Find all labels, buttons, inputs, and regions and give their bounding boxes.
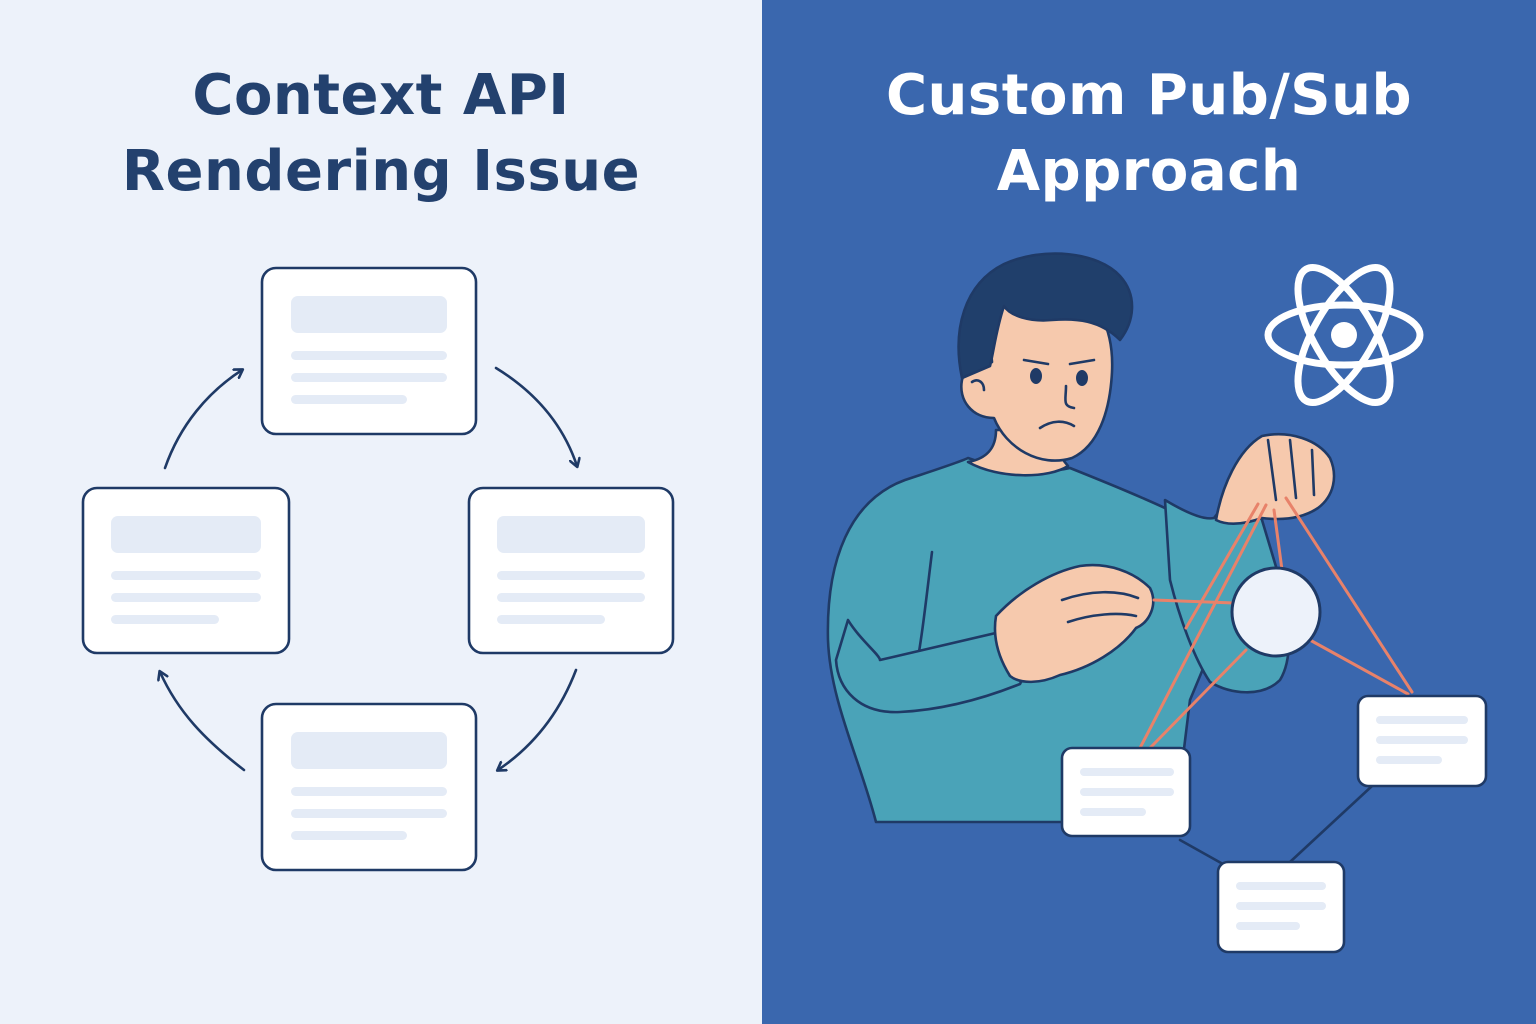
cycle-arrow-top-right [494,366,577,466]
person-raised-hand [1214,432,1336,525]
developer-person [826,252,1336,824]
right-panel-title: Custom Pub/Sub Approach [762,58,1536,210]
subscriber-card-left [1060,746,1192,838]
subscriber-card-right [1356,694,1488,788]
pub-sub-connections [1138,496,1414,750]
pub-sub-illustration [826,252,1488,954]
component-card-top [260,266,478,436]
pub-sub-panel: Custom Pub/Sub Approach [762,0,1536,1024]
person-left-eye [1030,368,1042,384]
subscriber-network-lines [1178,784,1374,870]
component-card-bottom [260,702,478,872]
rerender-cycle-diagram [81,266,675,872]
right-title-line-1: Custom Pub/Sub [885,63,1413,128]
left-title-line-2: Rendering Issue [121,139,641,204]
person-lower-arm [834,618,1024,714]
component-card-left [81,486,291,655]
cycle-arrow-bottom-right [498,668,578,770]
right-title-line-2: Approach [996,139,1302,204]
person-hair [957,252,1134,380]
person-mouth [1038,420,1076,430]
component-card-right [467,486,675,655]
cycle-arrow-bottom-left [160,672,246,772]
person-lower-hand [993,563,1155,684]
cycle-arrow-top-left [163,370,242,470]
react-logo-icon [1264,263,1424,407]
subscriber-card-bottom [1216,860,1346,954]
left-title-line-1: Context API [192,63,570,128]
person-right-eye [1076,370,1088,386]
context-api-panel: Context API Rendering Issue [0,0,762,1024]
pub-sub-hub-icon [1230,566,1322,658]
left-panel-title: Context API Rendering Issue [0,58,762,210]
